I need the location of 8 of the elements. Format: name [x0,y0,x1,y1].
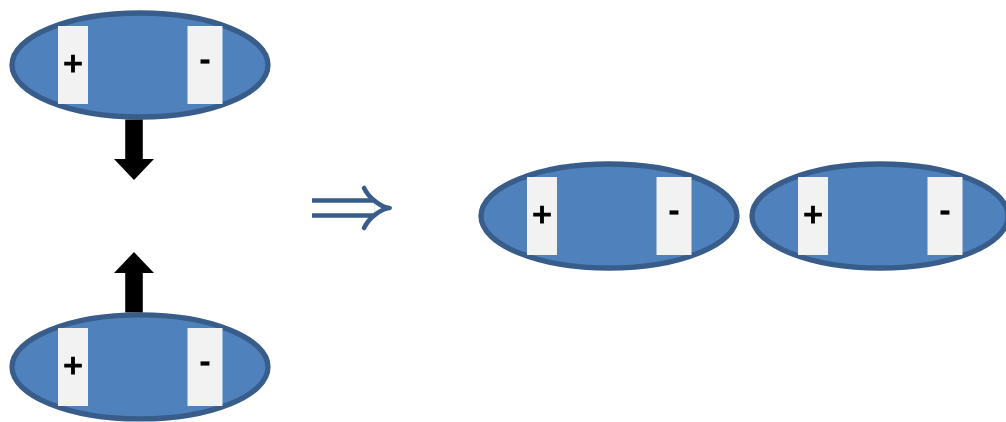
terminal-box: - [656,177,692,255]
terminal-box: + [58,26,88,104]
terminal-box: + [527,177,557,255]
terminal-box: - [927,177,963,255]
terminal-box: + [798,177,828,255]
terminal-box: - [187,328,223,406]
terminal-box: - [187,26,223,104]
terminal-box: + [58,328,88,406]
